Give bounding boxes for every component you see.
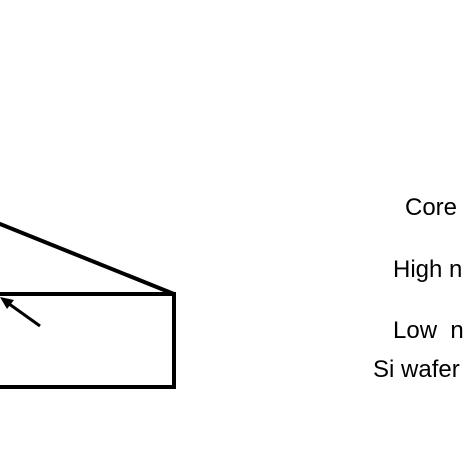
pointer-arrow-shaft — [4, 299, 41, 328]
layer-block-outline — [0, 292, 176, 389]
high-n-label: High n — [393, 256, 463, 283]
core-label: Core — [405, 194, 458, 221]
si-wafer-label: Si wafer — [373, 356, 460, 383]
core-slope-line — [0, 222, 176, 296]
low-n-label: Low n — [393, 317, 464, 344]
pointer-arrow-head — [0, 297, 14, 309]
